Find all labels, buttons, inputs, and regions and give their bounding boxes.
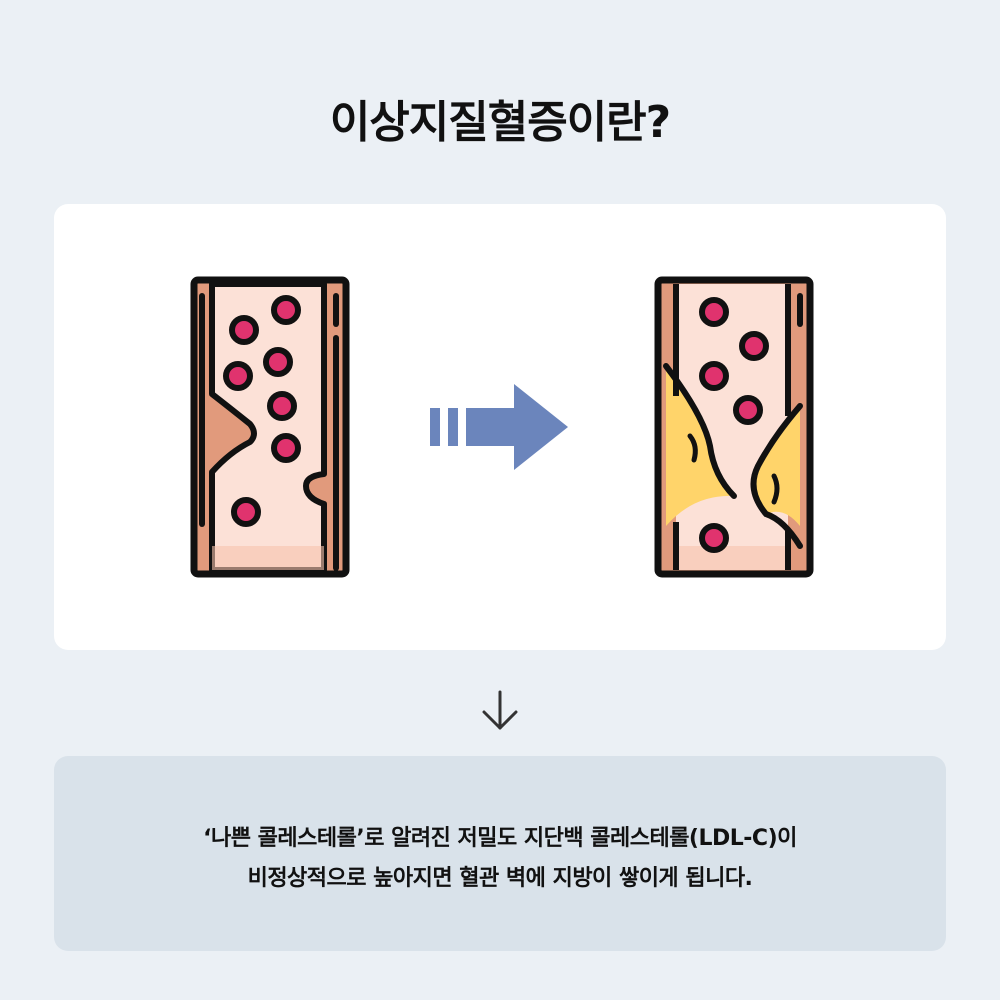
page-title: 이상지질혈증이란? xyxy=(329,97,671,148)
healthy-blood-vessel-icon xyxy=(190,276,350,578)
clogged-blood-vessel-icon xyxy=(654,276,814,578)
illustration-card xyxy=(54,204,946,650)
description-box: ‘나쁜 콜레스테롤’로 알려진 저밀도 지단백 콜레스테롤(LDL-C)이 비정… xyxy=(54,756,946,951)
description-line-1: ‘나쁜 콜레스테롤’로 알려진 저밀도 지단백 콜레스테롤(LDL-C)이 xyxy=(203,826,797,851)
description-line-2: 비정상적으로 높아지면 혈관 벽에 지방이 쌓이게 됩니다. xyxy=(247,866,753,891)
right-arrow-icon xyxy=(430,384,568,470)
down-arrow-icon xyxy=(482,690,518,730)
